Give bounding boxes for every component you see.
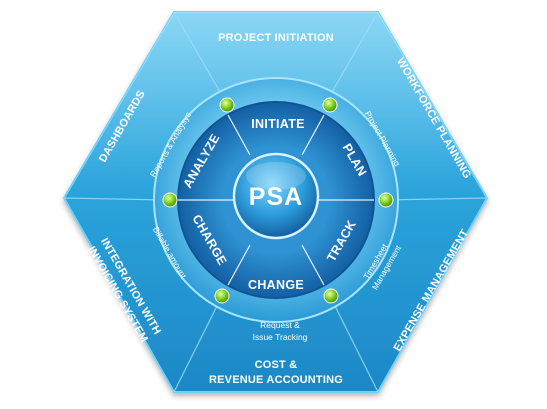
label-initiate: INITIATE: [251, 117, 305, 131]
label-project-initiation: PROJECT INITIATION: [218, 32, 334, 44]
center-circle: [232, 152, 320, 240]
node-top-right: [322, 97, 338, 113]
label-cost-revenue-line2: REVENUE ACCOUNTING: [209, 374, 343, 386]
segment-dividers: [63, 11, 488, 393]
node-left: [162, 192, 178, 208]
connector-nodes: [162, 97, 394, 304]
node-right: [378, 192, 394, 208]
node-top-left: [219, 97, 235, 113]
label-change: CHANGE: [248, 278, 304, 292]
label-cost-revenue-line1: COST &: [255, 359, 298, 371]
center-label: PSA: [249, 183, 303, 211]
label-request-line2: Issue Tracking: [253, 332, 308, 342]
inner-dividers: [178, 114, 374, 286]
node-bottom-left: [214, 288, 230, 304]
node-bottom-right: [323, 288, 339, 304]
label-request-line1: Request &: [260, 320, 300, 330]
